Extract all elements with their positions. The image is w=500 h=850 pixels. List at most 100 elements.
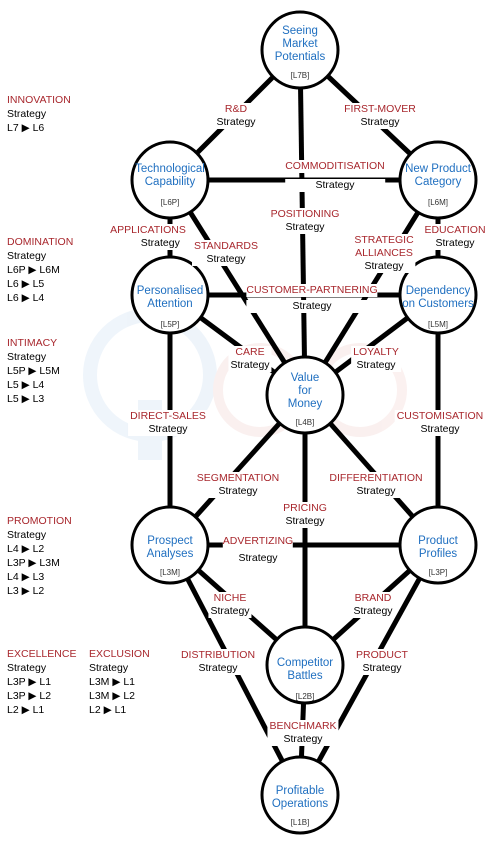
edge-strategy-loyalty: Strategy xyxy=(356,359,396,371)
edge-label-rnd: R&D Strategy xyxy=(214,103,258,129)
node-l2b-label-2: Battles xyxy=(287,670,323,682)
edge-title-customisation: CUSTOMISATION xyxy=(396,410,484,422)
node-circle-l5m xyxy=(398,255,478,335)
edge-title-advertizing: ADVERTIZING xyxy=(222,535,294,548)
edge-l6p-l4 xyxy=(167,178,308,397)
edge-title-differentiation: DIFFERENTIATION xyxy=(329,472,423,484)
edge-title-brand: BRAND xyxy=(354,592,392,604)
node-l5m-label-1: Dependency xyxy=(405,285,471,297)
edge-title-education: EDUCATION xyxy=(424,224,486,236)
legend-promotion-line: L4 ▶ L3 xyxy=(7,571,45,583)
node-circle-l7b xyxy=(260,10,340,90)
edge-strategy-distribution: Strategy xyxy=(198,662,238,674)
legend-domination-line: L6 ▶ L4 xyxy=(7,292,45,304)
edge-label-brand: BRAND Strategy xyxy=(351,592,395,618)
edge-title-direct-sales: DIRECT-SALES xyxy=(130,410,206,422)
node-l6p: Technological Capability xyxy=(128,163,212,189)
node-l3p-label-1: Product xyxy=(418,535,458,547)
edge-strategy-education: Strategy xyxy=(435,237,475,249)
edge-strategy-commoditisation: Strategy xyxy=(285,179,385,192)
node-l3m-label-1: Prospect xyxy=(147,535,193,547)
legend-innovation-title: INNOVATION xyxy=(7,94,71,106)
edge-strategy-care: Strategy xyxy=(230,359,270,371)
edge-title-distribution: DISTRIBUTION xyxy=(180,649,256,661)
node-l1b-label-1: Profitable xyxy=(275,785,325,797)
edge-title-first-mover: FIRST-MOVER xyxy=(344,103,416,115)
node-l3m-label-2: Analyses xyxy=(146,548,194,560)
legend-exclusion-line: Strategy xyxy=(89,662,129,674)
node-circles xyxy=(130,10,478,835)
edge-title-strategic-alliances-2: ALLIANCES xyxy=(355,247,413,259)
node-l4b-label-3: Money xyxy=(287,398,323,410)
legend-promotion-line: L3 ▶ L2 xyxy=(7,585,45,597)
node-circle-l3m xyxy=(130,505,210,585)
edge-label-customisation: CUSTOMISATION Strategy xyxy=(394,410,486,436)
edge-title-applications: APPLICATIONS xyxy=(110,224,186,236)
node-l5m-label-2: on Customers xyxy=(402,298,474,310)
edge-label-commoditisation: COMMODITISATION Strategy xyxy=(283,160,387,192)
legend-excellence-line: L3P ▶ L2 xyxy=(7,690,52,702)
legend-promotion-line: Strategy xyxy=(7,529,47,541)
legend-excellence-title: EXCELLENCE xyxy=(7,648,77,660)
node-l6m: New Product Category xyxy=(396,163,480,189)
legend-innovation: INNOVATION Strategy L7 ▶ L6 xyxy=(7,93,71,135)
node-l7b-label-1: Seeing xyxy=(282,25,318,37)
legend-excellence: EXCELLENCE Strategy L3P ▶ L1 L3P ▶ L2 L2… xyxy=(7,647,76,717)
edge-strategy-positioning: Strategy xyxy=(285,221,325,233)
node-l2b-label-1: Competitor xyxy=(276,657,334,669)
legend-intimacy-title: INTIMACY xyxy=(7,337,58,349)
node-l5m: Dependency on Customers xyxy=(396,285,480,311)
edge-title-rnd: R&D xyxy=(224,103,248,115)
edge-title-pricing: PRICING xyxy=(283,502,327,514)
node-l3p-code: [L3P] xyxy=(428,568,448,577)
edge-label-applications: APPLICATIONS Strategy xyxy=(108,224,188,250)
node-l7b: Seeing Market Potentials xyxy=(258,25,342,64)
node-l6m-label-1: New Product xyxy=(405,163,471,175)
legend-promotion-line: L3P ▶ L3M xyxy=(7,557,60,569)
edge-strategy-product: Strategy xyxy=(362,662,402,674)
edge-title-strategic-alliances-1: STRATEGIC xyxy=(354,234,414,246)
edge-label-product: PRODUCT Strategy xyxy=(354,649,410,675)
node-l5p-label-1: Personalised xyxy=(136,285,204,297)
node-l4b: Value for Money xyxy=(263,372,347,411)
node-l3m: Prospect Analyses xyxy=(128,535,212,561)
node-l5m-code: [L5M] xyxy=(427,320,448,329)
edge-title-care: CARE xyxy=(235,346,265,358)
edge-label-strategic-alliances: STRATEGIC ALLIANCES Strategy xyxy=(352,234,416,273)
node-l6m-label-2: Category xyxy=(414,176,462,188)
edge-title-segmentation: SEGMENTATION xyxy=(196,472,280,484)
legend-intimacy-line: Strategy xyxy=(7,351,47,363)
legend-innovation-line: L7 ▶ L6 xyxy=(7,122,45,134)
legend-promotion-title: PROMOTION xyxy=(7,515,72,527)
node-l5p-label-2: Attention xyxy=(147,298,193,310)
legend-innovation-line: Strategy xyxy=(7,108,47,120)
edge-strategy-pricing: Strategy xyxy=(285,515,325,527)
node-l1b-label-2: Operations xyxy=(271,798,329,810)
edge-strategy-standards: Strategy xyxy=(206,253,246,265)
legend-domination-line: L6 ▶ L5 xyxy=(7,278,45,290)
legend-intimacy: INTIMACY Strategy L5P ▶ L5M L5 ▶ L4 L5 ▶… xyxy=(7,336,60,406)
node-l5p: Personalised Attention xyxy=(128,285,212,311)
legend-domination-line: Strategy xyxy=(7,250,47,262)
node-l7b-code: [L7B] xyxy=(290,71,310,80)
node-l3p: Product Profiles xyxy=(396,535,480,561)
node-circle-l1b xyxy=(260,755,340,835)
legend-exclusion-line: L3M ▶ L1 xyxy=(89,676,136,688)
edge-strategy-applications: Strategy xyxy=(140,237,180,249)
node-l3p-label-2: Profiles xyxy=(418,548,458,560)
legend-intimacy-line: L5P ▶ L5M xyxy=(7,365,60,377)
node-l6p-label-2: Capability xyxy=(144,176,196,188)
edge-label-customer-partnering: CUSTOMER-PARTNERING Strategy xyxy=(244,284,379,313)
edge-title-product: PRODUCT xyxy=(356,649,408,661)
edge-label-advertizing: ADVERTIZING Strategy xyxy=(221,535,295,565)
node-l5p-code: [L5P] xyxy=(160,320,180,329)
legend-intimacy-line: L5 ▶ L4 xyxy=(7,379,45,391)
node-circle-l2b xyxy=(265,625,345,705)
node-l6m-code: [L6M] xyxy=(427,198,448,207)
edge-strategy-customer-partnering: Strategy xyxy=(246,300,378,313)
edge-label-care: CARE Strategy xyxy=(228,346,272,372)
edge-strategy-brand: Strategy xyxy=(353,605,393,617)
node-l2b: Competitor Battles xyxy=(263,657,347,683)
node-circle-l3p xyxy=(398,505,478,585)
legend-domination-title: DOMINATION xyxy=(7,236,74,248)
